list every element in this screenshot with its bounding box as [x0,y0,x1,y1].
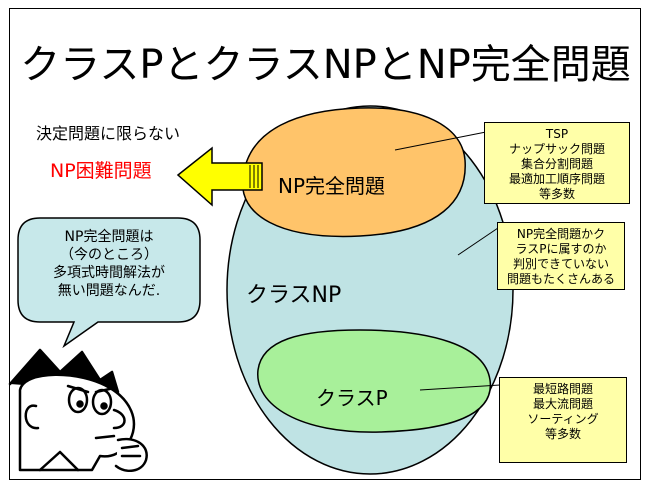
note-line: 等多数 [544,427,581,441]
note-p-examples: 最短路問題 最大流問題 ソーティング 等多数 [499,377,627,463]
bubble-line: （今のところ） [60,247,158,263]
np-complete-label: NP完全問題 [278,174,386,198]
note-line: 問題もたくさんある [506,272,615,286]
class-p-region [257,329,492,433]
note-line: 最短路問題 [532,382,593,396]
note-line: 最適加工順序問題 [508,172,605,186]
speech-bubble [17,217,201,349]
note-line: 最大流問題 [532,397,593,411]
note-line: 判別できていない [512,257,609,271]
np-complete-region [241,107,466,238]
arrow-icon [176,146,263,207]
class-p-label: クラスP [316,386,388,410]
left-caption-line1: 決定問題に限らない [36,124,181,143]
character-illustration [8,348,148,473]
note-line: TSP [545,127,569,141]
note-np-unknown: NP完全問題かク ラスPに属すのか 判別できていない 問題もたくさんある [497,222,625,290]
slide-frame [9,8,641,480]
note-line: ソーティング [527,412,599,426]
speech-bubble-text: NP完全問題は （今のところ） 多項式時間解法が 無い問題なんだ. [18,228,200,300]
note-line: NP完全問題かク [516,227,606,241]
callout-line-p [419,384,501,391]
slide-title: クラスPとクラスNPとNP完全問題 [20,42,631,88]
note-line: ラスPに属すのか [515,242,607,256]
bubble-line: 無い問題なんだ. [57,283,161,299]
bubble-line: NP完全問題は [64,229,154,245]
note-np-complete-examples: TSP ナップサック問題 集合分割問題 最適加工順序問題 等多数 [484,122,630,204]
callout-line-np-unknown [457,227,499,256]
note-line: ナップサック問題 [508,142,605,156]
bubble-line: 多項式時間解法が [53,265,165,281]
np-hard-label: NP困難問題 [50,160,152,182]
note-line: 等多数 [538,187,575,201]
note-line: 集合分割問題 [520,157,593,171]
class-np-label: クラスNP [246,283,342,308]
callout-line-np-complete [394,131,487,151]
